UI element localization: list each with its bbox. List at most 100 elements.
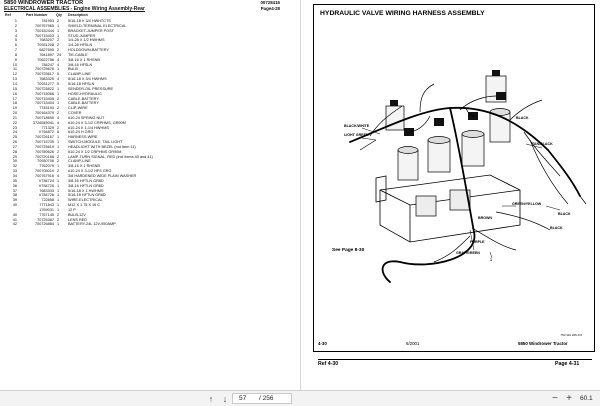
quantity-cell: 1	[57, 33, 60, 38]
quantity-cell: 4	[57, 115, 60, 120]
part-number-cell: 700718690	[34, 115, 54, 120]
quantity-cell: 2	[57, 212, 60, 217]
description-cell: CLIP-WIRE	[68, 106, 88, 111]
wire-label-green-yellow: GREEN/YELLOW	[512, 202, 542, 206]
previous-page-button[interactable]: ↑	[204, 393, 218, 404]
ref-cell: 30	[12, 159, 17, 164]
quantity-cell: 1	[57, 144, 60, 149]
ref-cell: 16	[12, 91, 17, 96]
quantity-cell: 4	[57, 77, 60, 82]
column-header-qty: Qty	[56, 13, 62, 17]
ref-cell: 42	[12, 222, 17, 227]
ref-cell: 26	[12, 140, 17, 145]
part-number-cell: 1769031	[39, 207, 54, 212]
next-page-button[interactable]: ↓	[218, 393, 232, 404]
quantity-cell: 1	[57, 183, 60, 188]
wire-label-light-green: LIGHT GREEN	[344, 133, 369, 137]
part-number-cell: 700705019	[34, 169, 54, 174]
part-number-cell: 700715404	[34, 101, 54, 106]
diagram-title: HYDRAULIC VALVE WIRING HARNESS ASSEMBLY	[320, 10, 485, 17]
wire-label-brown: BROWN	[478, 216, 492, 220]
ref-cell: 8	[14, 52, 17, 57]
part-number-cell: 700780626	[34, 149, 54, 154]
page-number-label: Page 4-31	[555, 361, 580, 367]
ref-cell: 21	[12, 115, 17, 120]
wire-label-black: BLACK	[516, 116, 529, 120]
description-cell: 3/8 HARDENED WIDE PLAIN WASHER	[68, 174, 137, 178]
quantity-cell: 1	[57, 164, 60, 169]
description-cell: COVER	[68, 111, 82, 116]
part-number-cell: V784726	[38, 193, 54, 198]
description-cell: STUD-JUMPER	[68, 33, 96, 38]
description-cell: #10-24 X 3-1/2 CRPHMS, GR90M	[68, 120, 126, 125]
ref-cell: 4	[14, 33, 17, 38]
section-subtitle: ELECTRICAL ASSEMBLIES - Engine Wiring As…	[4, 6, 145, 12]
part-number-cell: 700767965	[34, 23, 54, 28]
ref-cell: 15	[12, 86, 17, 91]
ref-cell: 22	[12, 120, 17, 125]
description-cell: HARNESS-WIRE	[68, 135, 98, 140]
description-cell: M12 X 1.75 X 16 C	[68, 203, 101, 208]
quantity-cell: 1	[57, 203, 60, 208]
ref-cell: 6	[14, 43, 17, 48]
quantity-cell: 4	[57, 57, 60, 62]
part-number-cell: 700715403	[34, 33, 54, 38]
quantity-cell: 1	[57, 222, 60, 227]
column-header-part: Part Number	[26, 13, 48, 17]
part-number-cell: 7683333	[39, 188, 54, 193]
part-number-cell: 771329	[41, 125, 54, 130]
ref-cell: 5	[14, 38, 17, 43]
ref-cell: 39	[12, 198, 17, 203]
ref-cell: 18	[12, 101, 17, 106]
description-cell: SWITCH-MODULE, TAIL LIGHT	[68, 140, 123, 145]
part-number-cell: 70931208	[37, 43, 54, 48]
zoom-in-button[interactable]: +	[562, 393, 576, 404]
ref-cell: 41	[12, 217, 17, 222]
description-cell: #10-24 X 3-1/2 HFS GRG	[68, 169, 112, 174]
arrow-down-icon: ↓	[222, 393, 228, 404]
column-header-ref: Ref	[5, 13, 11, 17]
ref-cell: 23	[12, 125, 17, 130]
part-number-cell: 7767145	[39, 212, 54, 217]
part-number-cell: 700715405	[34, 96, 54, 101]
see-page-reference: See Page 8-30	[332, 248, 365, 253]
ref-cell: 28	[12, 149, 17, 154]
zoom-out-button[interactable]: −	[548, 393, 562, 404]
quantity-cell: 2	[57, 159, 60, 164]
quantity-cell: 2	[57, 19, 60, 23]
quantity-cell: 4	[57, 62, 60, 67]
footer-divider	[318, 359, 592, 360]
quantity-cell: 2	[57, 149, 60, 154]
description-cell: BRACKET-JUMPER POST	[68, 28, 114, 33]
quantity-cell: 5	[57, 81, 60, 86]
description-cell: 12 P	[68, 207, 76, 212]
zoom-level[interactable]: 60.1	[580, 395, 593, 402]
quantity-cell: 2	[57, 38, 60, 43]
part-number-cell: 3726545041	[32, 120, 54, 125]
quantity-cell: 4	[57, 174, 60, 178]
part-number-cell: 700164379	[34, 111, 54, 116]
column-header-description: Description	[68, 13, 88, 17]
description-cell: 3/8-16 X 1 RHSNB	[68, 57, 100, 62]
description-cell: CABLE-BATTERY	[68, 96, 99, 101]
part-number-cell: 6827695	[39, 48, 54, 53]
current-page-input[interactable]	[233, 394, 257, 403]
ref-cell: 32	[12, 164, 17, 169]
part-number-cell: 700726167	[34, 135, 54, 140]
quantity-cell: 1	[57, 193, 60, 198]
